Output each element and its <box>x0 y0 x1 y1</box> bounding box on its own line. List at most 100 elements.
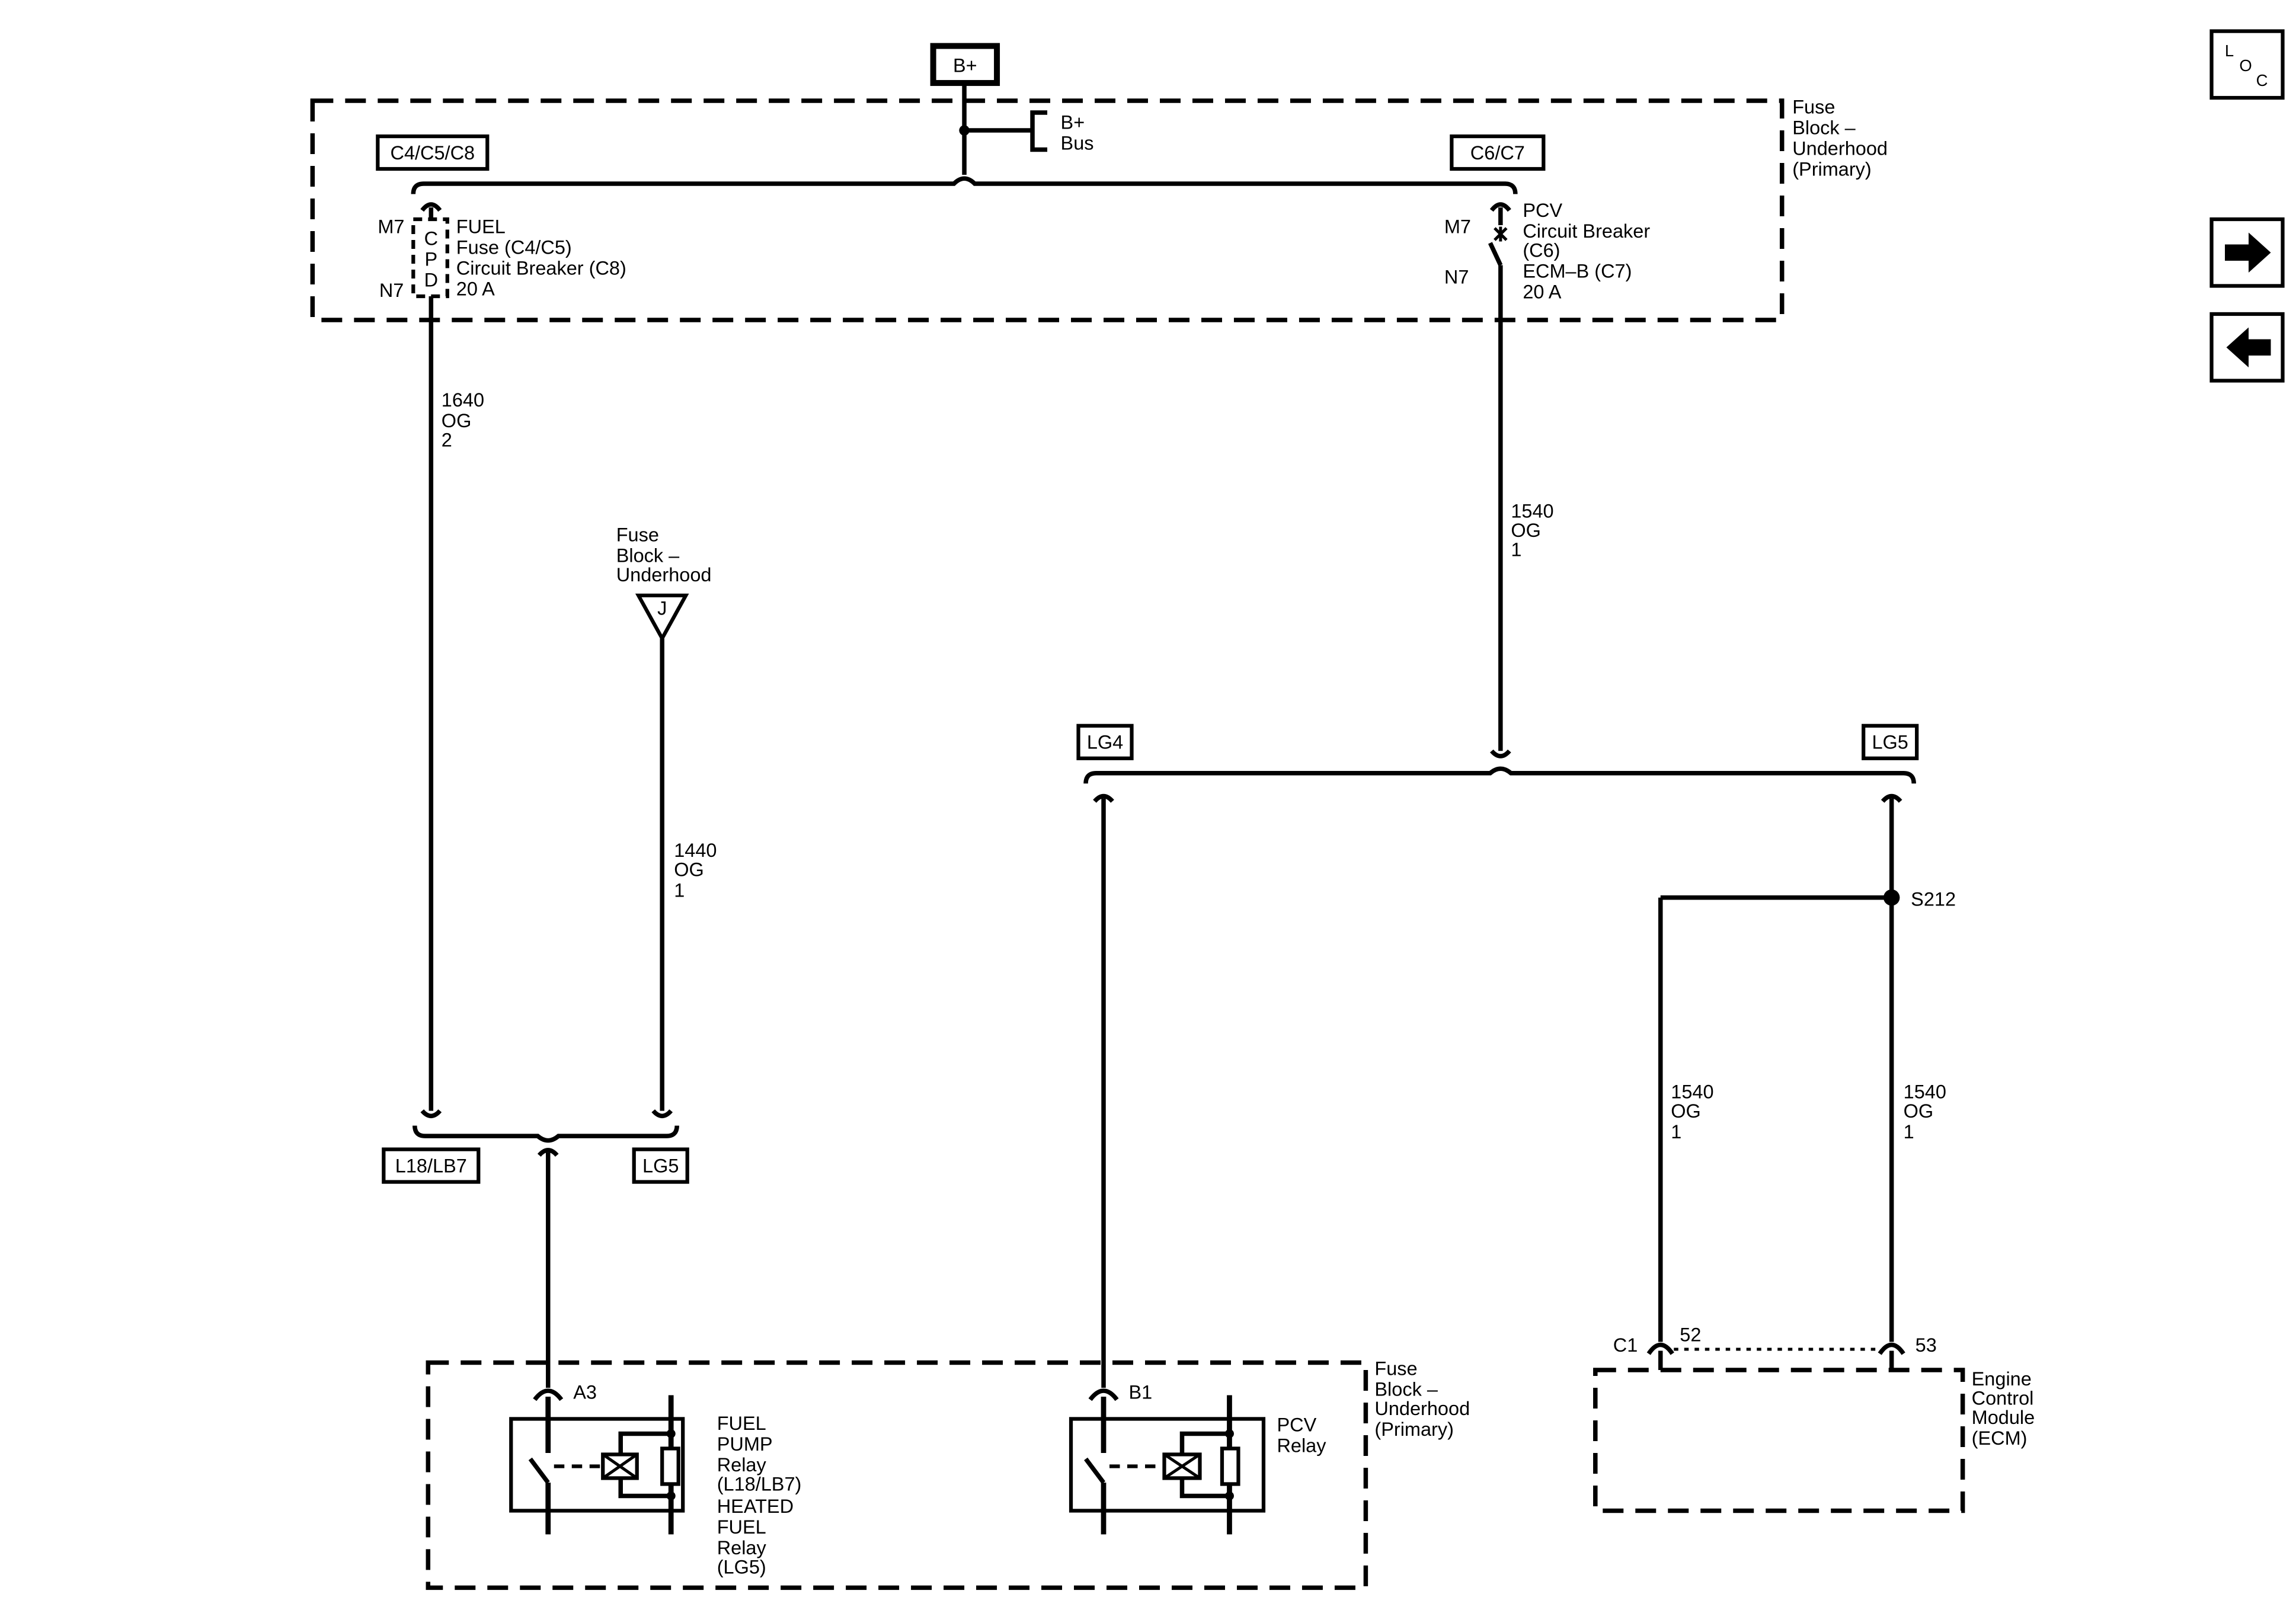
fuse-block-underhood-primary-bottom: Fuse Block – Underhood (Primary) A3 FUEL… <box>426 1358 1470 1590</box>
relay-coil-cross-icon <box>602 1453 638 1480</box>
option-tag-c6-c7 <box>1450 134 1546 171</box>
wire-1440-color: OG <box>674 859 704 880</box>
fuse-j-label-line-3: Underhood <box>616 564 712 585</box>
option-tag-c6-c7-label: C6/C7 <box>1470 142 1525 164</box>
cpd-symbol <box>411 217 449 299</box>
fuse-block-bottom-label-line-4: (Primary) <box>1374 1419 1454 1440</box>
loc-letter-o: O <box>2239 56 2252 75</box>
wire-1640-color: OG <box>442 410 472 431</box>
fuel-relay-pin-a3-connector <box>533 1388 564 1401</box>
fuel-relay-label-line-5: HEATED <box>717 1496 794 1517</box>
fuel-fuse-connector-m7 <box>420 202 442 212</box>
splice-s212 <box>1883 889 1900 906</box>
option-tag-lg5-top <box>1862 724 1919 760</box>
wire-1540-left-line <box>1658 895 1892 1342</box>
previous-page-button[interactable] <box>2209 312 2285 383</box>
fuel-fuse-pin-bottom: N7 <box>379 280 404 301</box>
ecm-pin-leads <box>1658 1350 1894 1371</box>
wire-1640-connector <box>420 1109 442 1119</box>
wire-1540-right-circuit: 1540 <box>1904 1081 1946 1102</box>
wire-1440-circuit: 1440 <box>674 840 717 861</box>
pcv-breaker-label-line-5: 20 A <box>1523 281 1561 303</box>
fuel-relay-label-line-1: FUEL <box>717 1413 766 1434</box>
engine-control-module: C1 52 53 Engine Control Module (ECM) <box>1593 1324 2035 1513</box>
fuse-j-label-line-1: Fuse <box>616 524 659 546</box>
wire-lg4-branch <box>1093 793 1114 1388</box>
wire-1540-left-circuit: 1540 <box>1671 1081 1713 1102</box>
ecm-pin-52-connector <box>1646 1342 1674 1355</box>
option-tag-l18-lb7-label: L18/LB7 <box>395 1155 467 1176</box>
wire-1540-right-color: OG <box>1904 1100 1934 1122</box>
pcv-relay-label-line-2: Relay <box>1277 1435 1326 1457</box>
pcv-breaker-pin-bottom: N7 <box>1444 267 1469 288</box>
engine-option-split: LG4 LG5 <box>1076 724 1919 784</box>
fuel-relay-label-line-2: PUMP <box>717 1433 773 1455</box>
fuel-relay-label-line-4: (L18/LB7) <box>717 1474 802 1495</box>
option-tag-lg5-top-label: LG5 <box>1872 732 1908 753</box>
fuel-relay-label-line-6: FUEL <box>717 1516 766 1538</box>
fuse-block-bottom-label-line-2: Block – <box>1374 1379 1438 1400</box>
fuel-fuse: C P D M7 N7 FUEL Fuse (C4/C5) Circuit Br… <box>378 202 626 301</box>
fuse-block-label-line-4: (Primary) <box>1792 158 1872 180</box>
fuse-block-bottom-label-line-3: Underhood <box>1374 1398 1470 1419</box>
wire-1540-left-size: 1 <box>1671 1121 1681 1142</box>
pcv-relay-coil-leads <box>1179 1431 1230 1499</box>
bus-label-line-2: Bus <box>1061 133 1094 154</box>
ecm-pin-53-label: 53 <box>1916 1334 1937 1356</box>
loc-letter-l: L <box>2225 41 2234 60</box>
bus-label-line-1: B+ <box>1061 112 1085 133</box>
option-split-bar <box>1083 766 1916 784</box>
wire-1640: 1640 OG 2 <box>420 296 484 1119</box>
pcv-relay-junction-bottom <box>1224 1491 1234 1500</box>
fuse-block-outline <box>310 98 1785 322</box>
next-page-button[interactable] <box>2209 217 2285 288</box>
ecm-outline <box>1593 1368 1965 1513</box>
wire-1440-size: 1 <box>674 879 685 901</box>
cpd-letter-d: D <box>424 270 438 291</box>
loc-button[interactable]: L O C <box>2209 29 2285 100</box>
fuel-relay-label-line-7: Relay <box>717 1537 767 1558</box>
ecm-pin-52-label: 52 <box>1680 1324 1701 1345</box>
fuse-block-bottom-outline <box>426 1360 1368 1590</box>
ecm-connector-label: C1 <box>1613 1334 1638 1356</box>
breaker-mark-icon <box>1494 226 1508 242</box>
pcv-relay-switch-blade <box>1084 1457 1106 1484</box>
pcv-breaker-pin-top: M7 <box>1444 216 1471 238</box>
option-tag-lg5-bottom-label: LG5 <box>642 1155 679 1176</box>
fuse-j-feed: Fuse Block – Underhood J 1440 OG 1 <box>616 524 717 1119</box>
fuel-fuse-label-line-4: 20 A <box>456 279 495 300</box>
fuel-relay-coil-leads <box>618 1431 671 1499</box>
pcv-breaker-label-line-1: PCV <box>1523 200 1562 221</box>
splice-label: S212 <box>1911 888 1956 910</box>
option-merge-bar <box>412 1125 679 1143</box>
wire-1540-top-color: OG <box>1511 520 1541 541</box>
ecm-label-line-4: (ECM) <box>1972 1427 2028 1449</box>
option-tag-c4-c5-c8 <box>376 134 490 171</box>
loc-button-frame[interactable] <box>2209 29 2285 100</box>
internal-bus-bar <box>411 176 1518 194</box>
pcv-breaker-label-line-3: (C6) <box>1523 240 1560 261</box>
wire-1540-left-color: OG <box>1671 1100 1701 1122</box>
pcv-relay-label-line-1: PCV <box>1277 1414 1316 1436</box>
fuse-block-label-line-2: Block – <box>1792 117 1856 138</box>
wire-1540-top-circuit: 1540 <box>1511 501 1553 522</box>
resistor-icon <box>1220 1446 1240 1486</box>
pcv-circuit-breaker: M7 N7 PCV Circuit Breaker (C6) ECM–B (C7… <box>1444 200 1650 302</box>
fuel-relay-junction-bottom <box>666 1491 676 1500</box>
ecm-label-line-1: Engine <box>1972 1368 2032 1390</box>
wire-1540-right-size: 1 <box>1904 1121 1914 1142</box>
wire-1640-size: 2 <box>442 430 452 451</box>
cpd-letter-p: P <box>424 249 437 270</box>
b-plus-feed: B+ Bus <box>959 83 1094 175</box>
fuse-j-letter: J <box>657 597 667 619</box>
option-tag-lg5-bottom <box>632 1147 689 1184</box>
resistor-icon <box>660 1446 680 1486</box>
pcv-relay-pin-b1-connector <box>1088 1388 1119 1401</box>
fuel-relay-pin-label: A3 <box>573 1382 597 1403</box>
fuse-block-bottom-label-line-1: Fuse <box>1374 1358 1417 1379</box>
fuel-relay-junction-top <box>666 1429 676 1438</box>
cpd-letter-c: C <box>424 228 438 249</box>
pcv-relay-outline <box>1069 1417 1266 1513</box>
option-tag-l18-lb7 <box>382 1147 481 1184</box>
